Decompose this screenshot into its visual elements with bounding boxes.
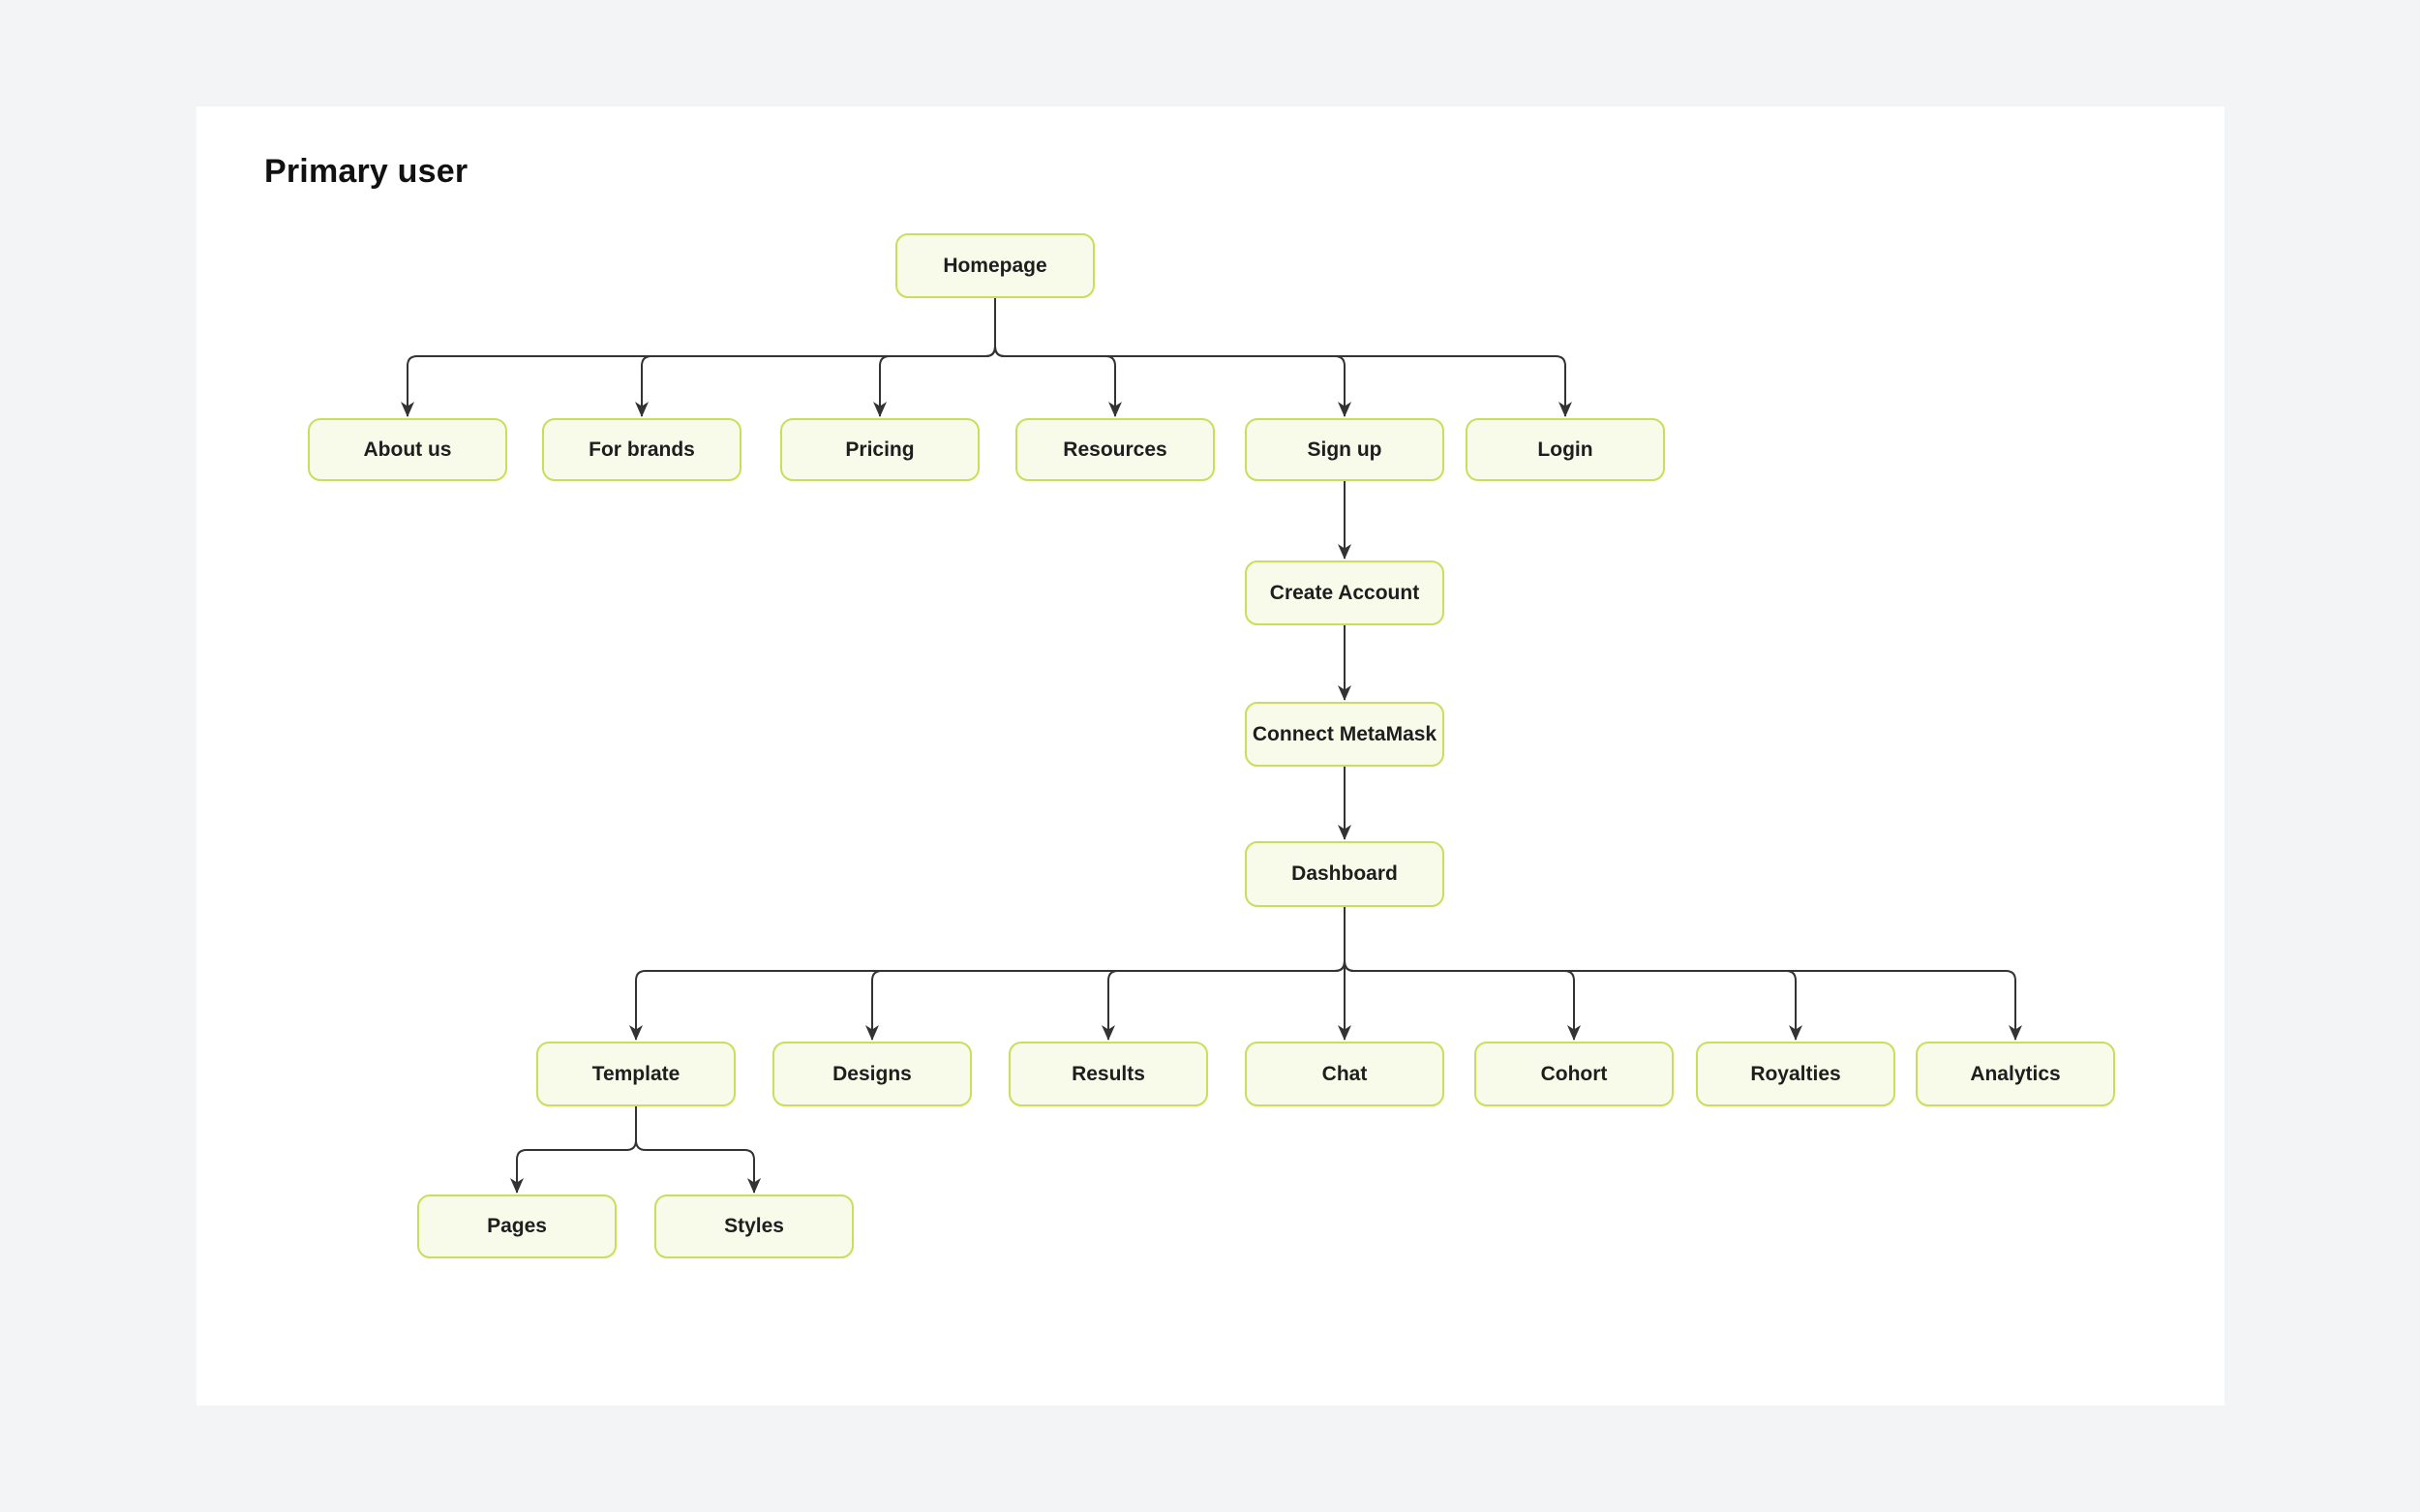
node-label: Resources bbox=[1063, 438, 1167, 461]
node-pages[interactable]: Pages bbox=[417, 1194, 617, 1258]
node-label: Template bbox=[591, 1062, 681, 1085]
node-label: Login bbox=[1537, 438, 1593, 461]
node-label: Sign up bbox=[1307, 438, 1382, 461]
node-template[interactable]: Template bbox=[536, 1042, 736, 1106]
node-label: About us bbox=[363, 438, 452, 461]
node-homepage[interactable]: Homepage bbox=[895, 233, 1095, 298]
node-label: Dashboard bbox=[1291, 862, 1398, 885]
node-royalties[interactable]: Royalties bbox=[1696, 1042, 1895, 1106]
node-for-brands[interactable]: For brands bbox=[542, 418, 741, 481]
node-chat[interactable]: Chat bbox=[1245, 1042, 1444, 1106]
node-resources[interactable]: Resources bbox=[1015, 418, 1215, 481]
node-label: Homepage bbox=[943, 254, 1047, 277]
node-designs[interactable]: Designs bbox=[772, 1042, 972, 1106]
node-dashboard[interactable]: Dashboard bbox=[1245, 841, 1444, 907]
node-styles[interactable]: Styles bbox=[654, 1194, 854, 1258]
node-sign-up[interactable]: Sign up bbox=[1245, 418, 1444, 481]
node-login[interactable]: Login bbox=[1466, 418, 1665, 481]
node-label: For brands bbox=[589, 438, 695, 461]
node-label: Designs bbox=[832, 1062, 912, 1085]
node-label: Chat bbox=[1321, 1062, 1368, 1085]
node-about-us[interactable]: About us bbox=[308, 418, 507, 481]
node-label: Cohort bbox=[1540, 1062, 1608, 1085]
diagram-title: Primary user bbox=[264, 153, 469, 190]
node-connect-metamask[interactable]: Connect MetaMask bbox=[1245, 702, 1444, 767]
node-label: Connect MetaMask bbox=[1252, 722, 1437, 745]
node-create-account[interactable]: Create Account bbox=[1245, 560, 1444, 625]
node-cohort[interactable]: Cohort bbox=[1474, 1042, 1674, 1106]
node-analytics[interactable]: Analytics bbox=[1916, 1042, 2115, 1106]
node-label: Analytics bbox=[1970, 1062, 2061, 1085]
node-label: Styles bbox=[724, 1215, 784, 1237]
node-label: Royalties bbox=[1750, 1062, 1841, 1085]
node-results[interactable]: Results bbox=[1009, 1042, 1208, 1106]
node-label: Create Account bbox=[1269, 581, 1420, 604]
node-pricing[interactable]: Pricing bbox=[780, 418, 980, 481]
node-label: Pricing bbox=[845, 438, 915, 461]
node-label: Pages bbox=[487, 1215, 547, 1237]
node-label: Results bbox=[1072, 1062, 1145, 1085]
